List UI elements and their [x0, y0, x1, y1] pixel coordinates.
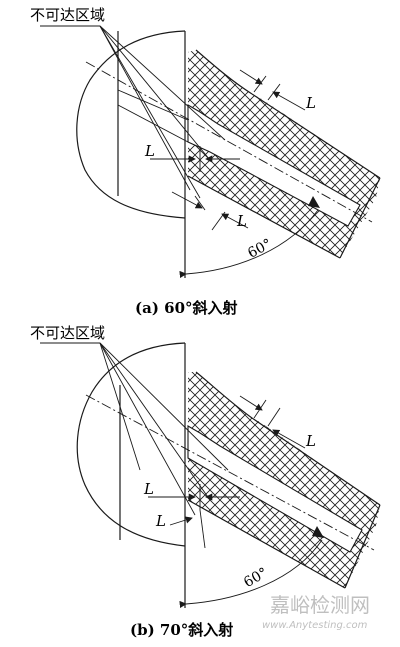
panel-a-region-label: 不可达区域: [30, 6, 105, 24]
panel-a-dim-bottom: L: [236, 212, 247, 230]
panel-b-centerline: [85, 394, 375, 551]
panel-b: L L L 60° 不可达区域 (b) 70°斜入射: [30, 324, 381, 639]
panel-b-hatched-region: [188, 372, 380, 588]
panel-a: L L L 60° 不可达区域 (a) 60°斜入射: [30, 6, 381, 317]
panel-a-angle-label: 60°: [245, 236, 274, 262]
panel-a-beam-band: [187, 104, 361, 227]
panel-a-caption: (a) 60°斜入射: [135, 299, 238, 317]
panel-b-dim-left: L: [143, 480, 154, 498]
panel-a-dim-left: L: [144, 142, 155, 160]
panel-b-dim-bottom: L: [155, 512, 166, 530]
watermark-brand: 嘉峪检测网: [270, 593, 370, 617]
panel-a-wedge-outline: [76, 30, 186, 219]
panel-b-region-label: 不可达区域: [30, 324, 105, 342]
panel-b-wedge-outline: [76, 342, 186, 547]
watermark: 嘉峪检测网 www.Anytesting.com: [262, 593, 370, 631]
panel-b-dim-top-right: L: [305, 432, 316, 450]
panel-b-beam-band: [187, 425, 363, 553]
panel-a-centerline: [85, 61, 373, 223]
watermark-url: www.Anytesting.com: [262, 620, 368, 631]
panel-a-dim-top-right: L: [305, 94, 316, 112]
panel-b-angle-label: 60°: [241, 565, 271, 591]
panel-b-caption: (b) 70°斜入射: [130, 621, 233, 639]
